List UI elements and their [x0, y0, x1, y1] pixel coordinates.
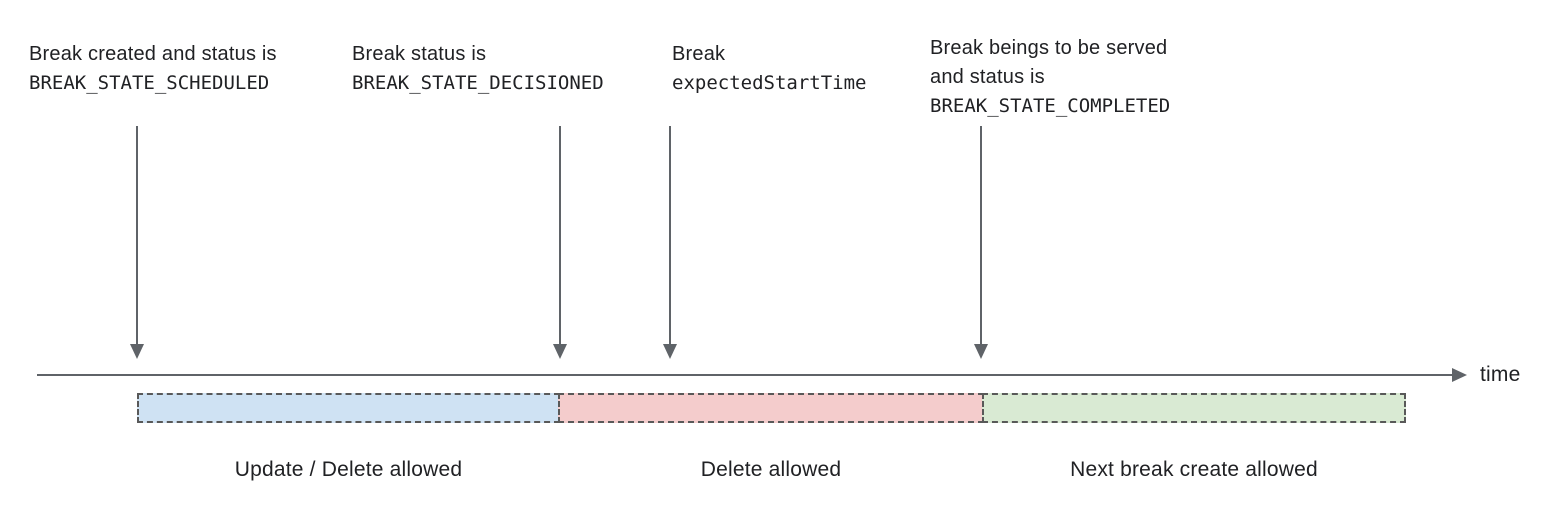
- phase-segment-1: [137, 393, 560, 423]
- annotation-2-line-2: BREAK_STATE_DECISIONED: [352, 72, 604, 94]
- annotation-2: Break status is BREAK_STATE_DECISIONED: [352, 40, 604, 98]
- phase-segment-3: [982, 393, 1406, 423]
- annotation-2-line-1: Break status is: [352, 43, 487, 65]
- event-arrow-line-2: [559, 126, 561, 345]
- annotation-1-line-1: Break created and status is: [29, 43, 277, 65]
- annotation-3: Break expectedStartTime: [672, 40, 866, 98]
- timeline-axis: [37, 374, 1452, 376]
- annotation-1-line-2: BREAK_STATE_SCHEDULED: [29, 72, 270, 94]
- phase-segment-2: [558, 393, 984, 423]
- timeline-axis-label: time: [1480, 363, 1521, 386]
- event-arrowhead-icon-4: [974, 344, 988, 359]
- phase-segment-label-2: Delete allowed: [700, 458, 842, 481]
- event-arrow-line-3: [669, 126, 671, 345]
- phase-segment-label-3: Next break create allowed: [1070, 458, 1318, 481]
- event-arrowhead-icon-2: [553, 344, 567, 359]
- annotation-4-line-2: and status is: [930, 66, 1045, 88]
- event-arrow-line-1: [136, 126, 138, 345]
- phase-segment-label-1: Update / Delete allowed: [234, 458, 463, 481]
- event-arrowhead-icon-1: [130, 344, 144, 359]
- event-arrow-line-4: [980, 126, 982, 345]
- annotation-3-line-1: Break: [672, 43, 726, 65]
- annotation-4: Break beings to be served and status is BR…: [930, 34, 1170, 121]
- annotation-4-line-1: Break beings to be served: [930, 37, 1168, 59]
- annotation-3-line-2: expectedStartTime: [672, 72, 867, 94]
- annotation-4-line-3: BREAK_STATE_COMPLETED: [930, 95, 1171, 117]
- annotation-1: Break created and status is BREAK_STATE_S…: [29, 40, 277, 98]
- timeline-arrowhead-icon: [1452, 368, 1467, 382]
- event-arrowhead-icon-3: [663, 344, 677, 359]
